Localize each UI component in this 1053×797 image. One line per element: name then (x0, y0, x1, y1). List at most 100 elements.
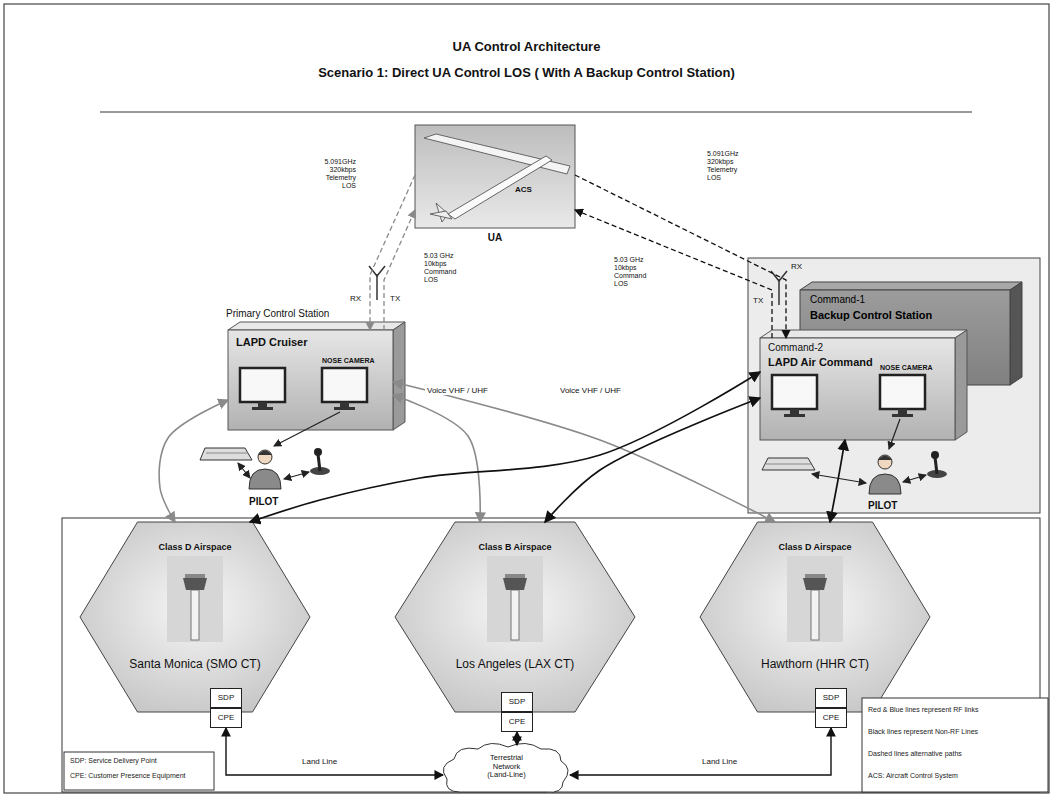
tower-photo (787, 556, 843, 642)
link-line (250, 372, 760, 522)
pilot-hair (258, 451, 272, 456)
cruiser-station (228, 266, 405, 430)
link-line (575, 210, 772, 338)
tower-roof (805, 574, 825, 578)
joystick-grip (314, 448, 322, 456)
tower-photo (167, 556, 223, 642)
control-tower (487, 556, 543, 642)
box-label: CPE (509, 717, 525, 726)
aircraft-panel: ACSUA (415, 125, 575, 228)
pilot-body (869, 474, 901, 494)
control-station: Command-2LAPD Air Command (760, 338, 955, 440)
monitor (880, 375, 925, 409)
antenna-port: TX (390, 294, 400, 303)
backup-panel (748, 258, 1040, 513)
cloud-label: Terrestrial Network (Land-Line) (484, 754, 529, 780)
link-label: 5.091GHz 320kbps Telemetry LOS (318, 158, 358, 190)
legend-box (862, 698, 1048, 792)
joystick-grip (931, 451, 939, 459)
tower-name: Santa Monica (SMO CT) (80, 658, 310, 672)
control-arrow (903, 475, 926, 482)
system-tag: ACS (515, 185, 532, 194)
link-line (393, 382, 775, 522)
legend-entry: Dashed lines alternative paths (868, 750, 962, 758)
aircraft-stabilizer (430, 211, 452, 219)
tower-shaft (511, 590, 519, 640)
network-cloud: Terrestrial Network (Land-Line) (443, 745, 570, 793)
pilot-head (258, 450, 272, 464)
control-tower (167, 556, 223, 642)
link-line (226, 728, 443, 775)
sdp-box: SDP (210, 688, 242, 708)
keyboard (762, 458, 815, 470)
monitor (240, 368, 285, 402)
airspace-class: Class D Airspace (80, 542, 310, 552)
command-tag: Command-1 (810, 294, 865, 306)
link-label: Land Line (700, 757, 739, 766)
airspace-hexagon: Class D AirspaceHawthorn (HHR CT) (700, 522, 930, 712)
link-line (516, 732, 517, 745)
connector-group (159, 175, 845, 775)
tower-roof (185, 574, 205, 578)
control-tower (787, 556, 843, 642)
aircraft-wing (424, 134, 570, 174)
airspace-hexagon: Class B AirspaceLos Angeles (LAX CT) (395, 522, 635, 712)
cpe-box: CPE (815, 708, 847, 728)
link-label: Voice VHF / UHF (558, 386, 623, 395)
subtitle: Scenario 1: Direct UA Control LOS ( With… (0, 66, 1053, 81)
command-tag: Command-2 (768, 342, 823, 354)
link-label: 5.03 GHz 10kbps Command LOS (422, 252, 462, 284)
monitor (322, 368, 367, 402)
tower-cab (503, 578, 527, 590)
aircraft-fuselage (448, 156, 552, 219)
link-line (370, 175, 415, 330)
camera-arrow (889, 419, 900, 449)
cpe-box: CPE (501, 712, 533, 732)
box-top (760, 330, 967, 338)
box-side (955, 330, 967, 440)
pilot-body (249, 469, 281, 489)
airspace-class: Class B Airspace (395, 542, 635, 552)
antenna-port: TX (753, 296, 763, 305)
monitor-base (892, 414, 913, 417)
sdp-box: SDP (501, 692, 533, 712)
link-line (575, 175, 786, 338)
aircraft-picture (415, 125, 575, 228)
airspace-outline (700, 522, 930, 712)
monitor-base (334, 407, 355, 410)
airspace-outline (80, 522, 310, 712)
box-side (1010, 282, 1022, 385)
vehicle-name: UA (415, 232, 575, 244)
network-cloud (443, 743, 568, 792)
box-front (228, 330, 393, 430)
tower-shaft (811, 590, 819, 640)
operator-label: PILOT (868, 500, 897, 512)
air-command-station (760, 271, 967, 440)
monitor-label: NOSE CAMERA (880, 364, 933, 372)
box-label: SDP (823, 693, 839, 702)
airspace-class: Class D Airspace (700, 542, 930, 552)
link-label: 5.091GHz 320kbps Telemetry LOS (705, 150, 745, 182)
figure-frame (4, 4, 1049, 793)
keyboard (200, 448, 252, 460)
link-label: Voice VHF / UHF (425, 386, 490, 395)
control-arrow (238, 463, 250, 478)
station-name: Backup Control Station (810, 309, 932, 322)
link-line (384, 210, 415, 330)
legend-entry: CPE: Customer Presence Equipment (70, 772, 186, 780)
control-arrow (284, 472, 309, 479)
box-side (393, 322, 405, 430)
antenna-port: RX (791, 262, 802, 271)
tower-cab (803, 578, 827, 590)
station-heading: Primary Control Station (226, 308, 329, 320)
joystick-stick (935, 457, 937, 474)
keyboard-keys (766, 464, 811, 465)
tower-roof (505, 574, 525, 578)
box-top (800, 282, 1022, 290)
monitor (772, 375, 817, 409)
link-line (159, 400, 228, 522)
sdp-box: SDP (815, 688, 847, 708)
link-line (570, 728, 831, 775)
